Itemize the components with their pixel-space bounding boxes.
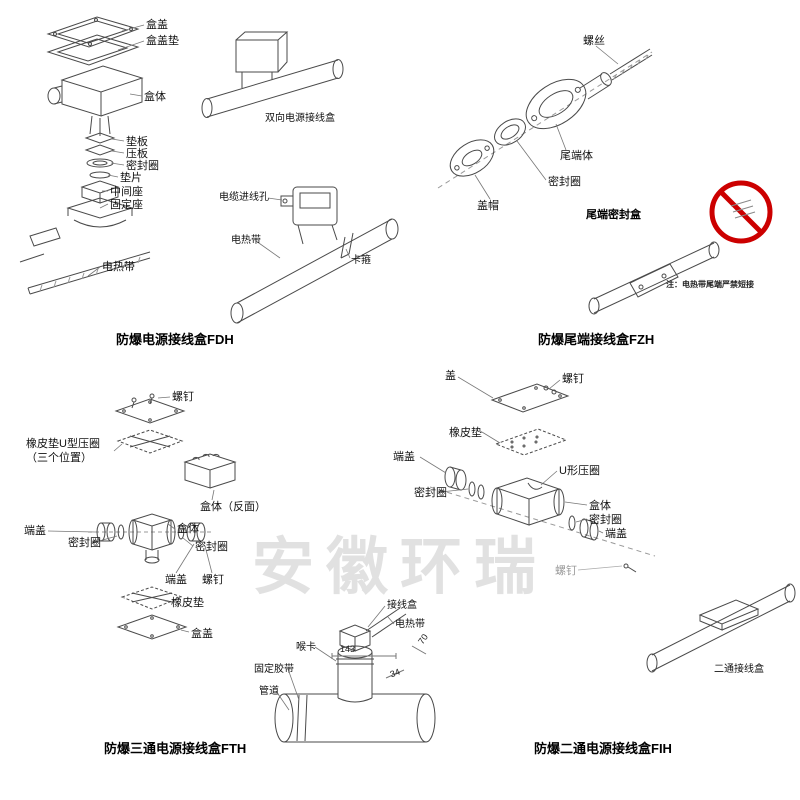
fih-label-rubber-pad: 橡皮垫	[449, 427, 482, 439]
fzh-label-cap: 盖帽	[477, 200, 499, 212]
fth-label-body: 盒体	[177, 523, 199, 535]
bidirectional-box-drawing	[201, 31, 344, 118]
fzh-warning-note: 注：电热带尾端严禁短接	[666, 280, 754, 289]
fih-label-seal-ring-left: 密封圈	[414, 487, 447, 499]
fih-label-end-cap-left: 端盖	[393, 451, 415, 463]
tee-label-heating-tape: 电热带	[395, 619, 425, 630]
tee-label-fixing-tape: 固定胶带	[254, 664, 294, 675]
fzh-exploded-drawing	[437, 48, 653, 189]
device-label-cable-entry: 电缆进线孔	[219, 192, 269, 203]
fth-label-rubber-pad: 橡皮垫	[171, 597, 204, 609]
fih-label-cover: 盖	[445, 370, 456, 382]
fth-label-body-reverse: 盒体（反面）	[200, 501, 266, 513]
fzh-label-seal-ring: 密封圈	[548, 176, 581, 188]
fth-label-seal-ring-left: 密封圈	[68, 537, 101, 549]
prohibition-sign-content	[730, 199, 756, 219]
power-box-on-pipe-drawing	[230, 186, 399, 324]
fzh-label-tail-body: 尾端体	[560, 150, 593, 162]
fth-label-rubber-u-ring: 橡皮垫U型压圈（三个位置）	[26, 438, 100, 464]
fdh-label-gasket: 垫片	[120, 172, 142, 184]
tee-dim-width: 143	[340, 644, 356, 654]
tail-seal-box-drawing	[588, 241, 720, 315]
fzh-caption: 防爆尾端接线盒FZH	[538, 332, 655, 347]
two-way-pipe-drawing	[646, 583, 796, 673]
fdh-label-body: 盒体	[144, 91, 166, 103]
tee-leader-lines	[275, 605, 395, 711]
watermark-text: 安徽环瑞	[252, 533, 549, 602]
fdh-label-cover: 盒盖	[146, 19, 168, 31]
fih-label-screw-right: 螺钉	[555, 565, 577, 577]
fth-label-screw-bottom: 螺钉	[202, 574, 224, 586]
fdh-leader-lines	[87, 24, 145, 277]
fth-label-screw-top: 螺钉	[172, 391, 194, 403]
fth-label-cover: 盒盖	[191, 628, 213, 640]
fzh-leader-lines	[474, 45, 619, 200]
fth-label-end-cap-left: 端盖	[24, 525, 46, 537]
fih-exploded-drawing	[429, 383, 656, 573]
fih-label-u-ring: U形压圈	[559, 465, 600, 477]
two-way-caption: 二通接线盒	[714, 664, 764, 675]
device-label-heating-tape: 电热带	[231, 235, 261, 246]
fdh-label-backing-plate: 垫板	[126, 136, 148, 148]
fth-caption: 防爆三通电源接线盒FTH	[104, 741, 247, 756]
fth-leader-lines	[47, 396, 215, 633]
tee-label-junction-box: 接线盒	[387, 600, 417, 611]
tail-seal-box-title: 尾端密封盒	[586, 209, 641, 221]
fih-label-seal-ring-right: 密封圈	[589, 514, 622, 526]
fih-label-body: 盒体	[589, 500, 611, 512]
fdh-label-heating-tape: 电热带	[102, 261, 135, 273]
fdh-label-seal-ring: 密封圈	[126, 160, 159, 172]
prohibition-sign	[709, 180, 773, 244]
fzh-label-screw: 螺丝	[583, 35, 605, 47]
device-label-clamp: 卡箍	[351, 255, 371, 266]
tee-label-pipe: 管道	[259, 686, 279, 697]
bidirectional-caption: 双向电源接线盒	[265, 113, 335, 124]
fih-leader-lines	[419, 376, 623, 571]
fth-exploded-drawing	[88, 393, 237, 640]
tee-label-hose-clamp: 喉卡	[296, 642, 316, 653]
fth-label-seal-ring-right: 密封圈	[195, 541, 228, 553]
fdh-label-pressure-plate: 压板	[126, 148, 148, 160]
fdh-label-middle-seat: 中间座	[110, 186, 143, 198]
fih-label-screw-top: 螺钉	[562, 373, 584, 385]
fth-label-end-cap-bottom: 端盖	[165, 574, 187, 586]
fdh-caption: 防爆电源接线盒FDH	[116, 332, 234, 347]
fdh-exploded-drawing	[19, 16, 151, 295]
fdh-label-fixed-seat: 固定座	[110, 199, 143, 211]
tee-pipe-drawing	[274, 607, 436, 743]
fdh-label-cover-gasket: 盒盖垫	[146, 35, 179, 47]
fih-caption: 防爆二通电源接线盒FIH	[534, 741, 672, 756]
power-box-leader-lines	[255, 197, 351, 259]
fih-label-end-cap-right: 端盖	[605, 528, 627, 540]
